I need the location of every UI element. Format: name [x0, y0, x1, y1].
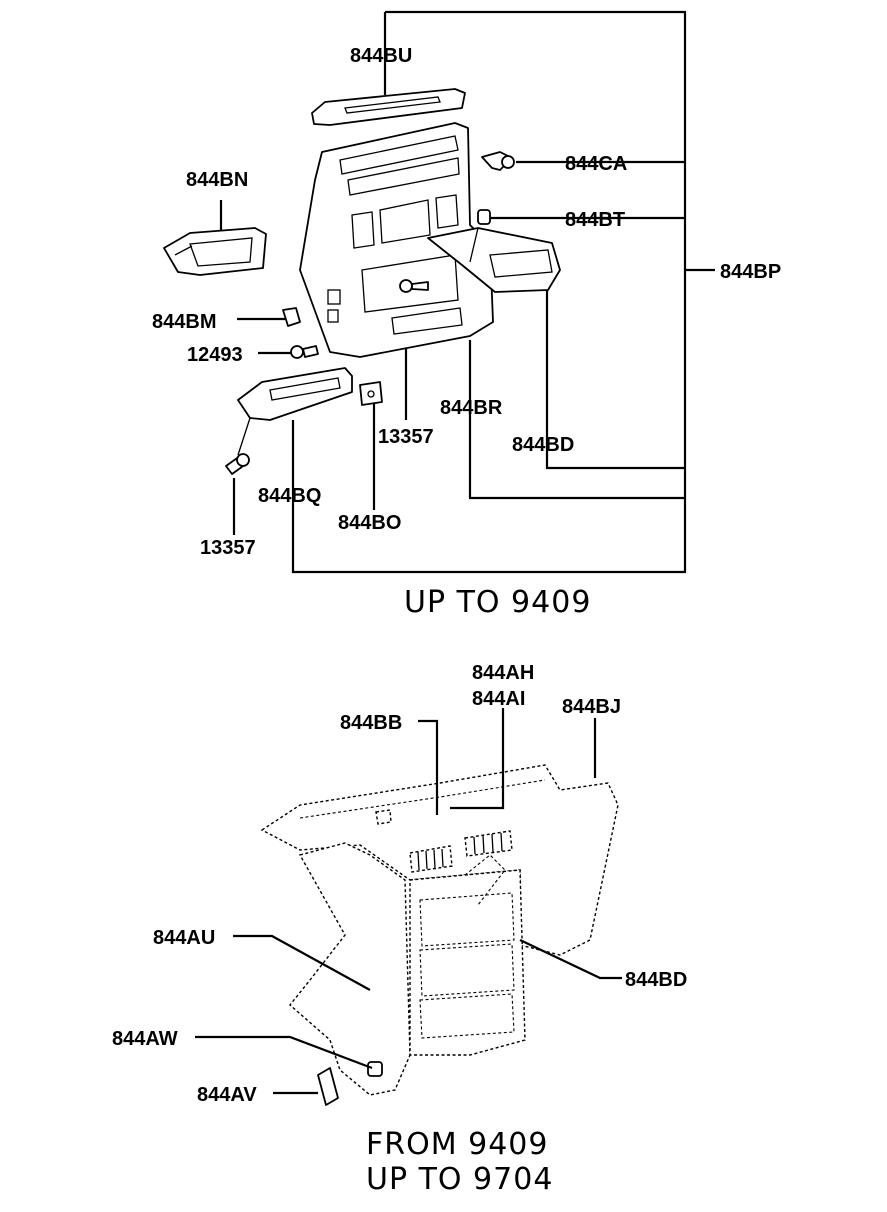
label-844bn: 844BN [186, 169, 248, 191]
label-844bp: 844BP [720, 261, 781, 283]
leader-844bb [418, 719, 439, 815]
part-12493-screw [290, 345, 319, 359]
label-13357-b: 13357 [200, 537, 256, 559]
part-844bo [359, 381, 383, 406]
label-844bj: 844BJ [562, 696, 621, 718]
leader-844ah [450, 708, 505, 810]
leader-844br [468, 340, 685, 500]
leader-844aw [195, 1035, 373, 1070]
leader-844bd-top [545, 285, 685, 470]
label-844ai: 844AI [472, 688, 525, 710]
label-844ca: 844CA [565, 153, 627, 175]
label-844bm: 844BM [152, 311, 216, 333]
label-12493: 12493 [187, 344, 243, 366]
label-844bd-top: 844BD [512, 434, 574, 456]
part-844bu [311, 88, 466, 126]
label-844bt: 844BT [565, 209, 625, 231]
caption-up-to-9409: UP TO 9409 [404, 585, 591, 620]
label-13357-a: 13357 [378, 426, 434, 448]
part-844av [317, 1067, 339, 1106]
caption-up-to-9704: UP TO 9704 [366, 1162, 553, 1197]
label-844br: 844BR [440, 397, 503, 419]
leader-844bd-bottom [519, 939, 622, 980]
part-844bt [477, 209, 491, 225]
part-center-cluster [299, 122, 494, 358]
label-844aw: 844AW [112, 1028, 178, 1050]
label-844av: 844AV [197, 1084, 257, 1106]
label-844bo: 844BO [338, 512, 401, 534]
label-844bq: 844BQ [258, 485, 321, 507]
label-844au: 844AU [153, 927, 215, 949]
part-13357-screw-a [399, 279, 429, 293]
part-844ca [481, 151, 515, 171]
part-844aw [367, 1061, 383, 1077]
bottom-assembly: 844AH 844AI 844BB 844BJ 844AU 844BD 844A… [112, 662, 687, 1197]
top-assembly: 844BU 844CA 844BT 844BP 844BN 844BM 1249… [152, 10, 781, 620]
part-844bn [163, 227, 267, 276]
label-844bd-bottom: 844BD [625, 969, 687, 991]
bracket-844bp [291, 10, 687, 574]
leader-844au [233, 934, 371, 991]
part-844au [289, 842, 526, 1096]
part-844bd-top [427, 227, 561, 293]
part-844ah-vent [464, 830, 513, 857]
part-13357-screw-b [225, 453, 250, 475]
part-844bm [282, 307, 301, 327]
label-844ah: 844AH [472, 662, 534, 684]
caption-from-9409: FROM 9409 [366, 1127, 548, 1162]
label-844bb: 844BB [340, 712, 402, 734]
part-844bq [237, 367, 353, 456]
part-844bb-vent [409, 845, 453, 873]
label-844bu: 844BU [350, 45, 412, 67]
